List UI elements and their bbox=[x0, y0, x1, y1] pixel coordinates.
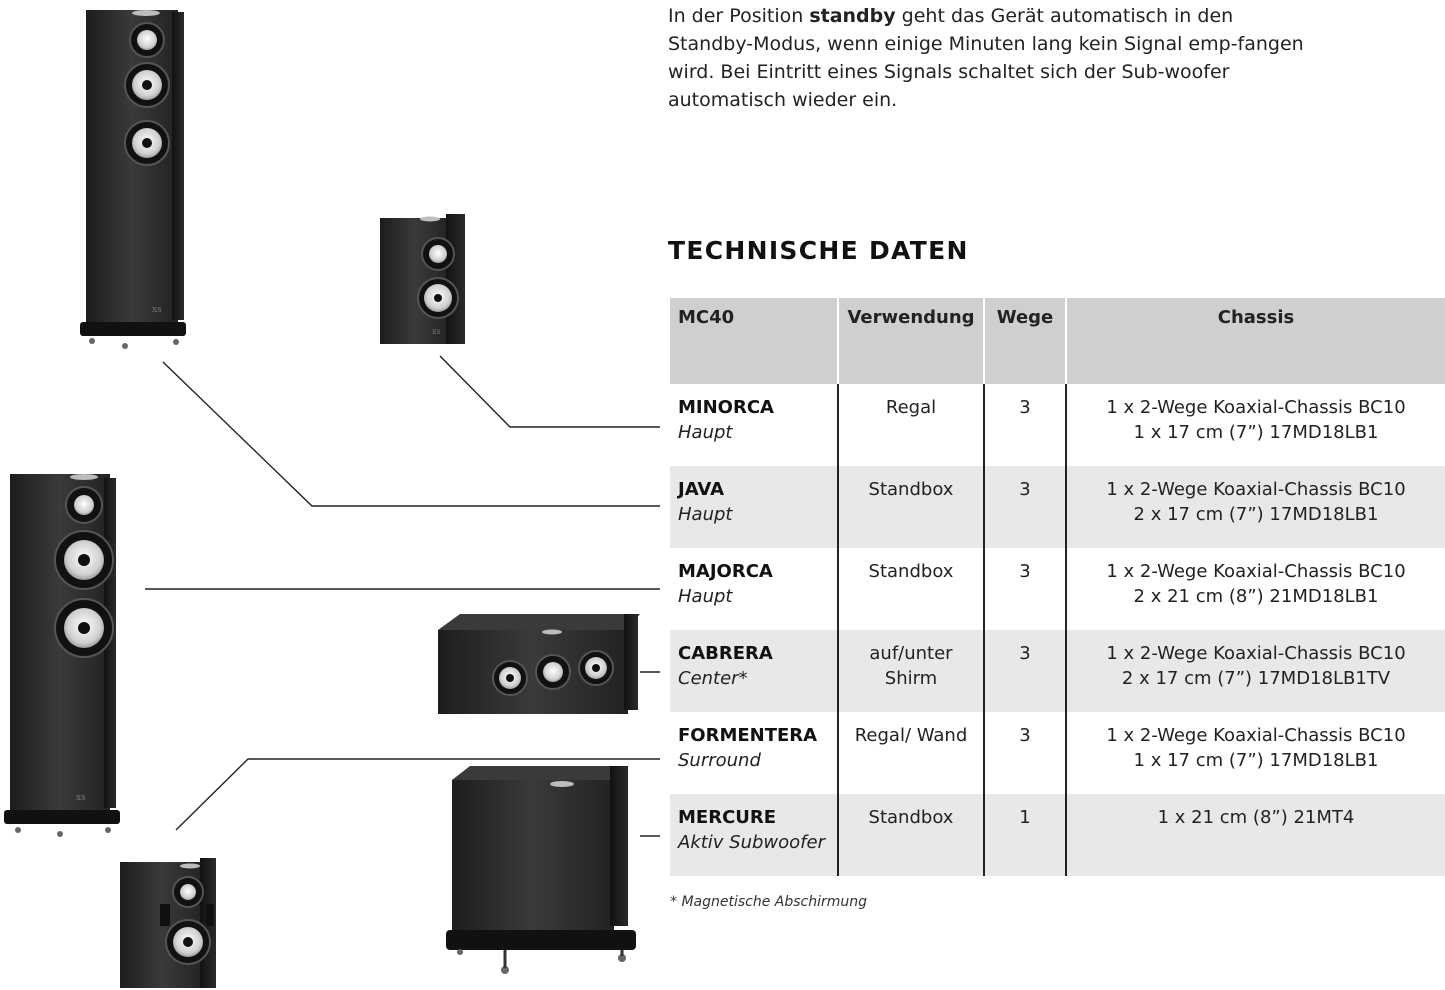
use-cell: Standbox bbox=[838, 466, 985, 548]
chassis-cell: 1 x 2-Wege Koaxial-Chassis BC10 2 x 17 cm… bbox=[1066, 630, 1445, 712]
chassis-cell: 1 x 2-Wege Koaxial-Chassis BC10 2 x 21 cm… bbox=[1066, 548, 1445, 630]
svg-text:xs: xs bbox=[432, 327, 441, 336]
chassis-line-2: 2 x 17 cm (7”) 17MD18LB1 bbox=[1133, 504, 1379, 525]
chassis-line-1: 1 x 2-Wege Koaxial-Chassis BC10 bbox=[1106, 725, 1406, 746]
chassis-cell: 1 x 2-Wege Koaxial-Chassis BC10 1 x 17 cm… bbox=[1066, 712, 1445, 794]
ways-cell: 3 bbox=[984, 548, 1067, 630]
use-cell: Regal/ Wand bbox=[838, 712, 985, 794]
intro-text-after: geht das Gerät automatisch in den Standb… bbox=[668, 5, 1304, 111]
chassis-line-2: 1 x 17 cm (7”) 17MD18LB1 bbox=[1133, 422, 1379, 443]
table-row: FORMENTERA Surround Regal/ Wand 3 1 x 2-W… bbox=[670, 712, 1445, 794]
model-name: FORMENTERA bbox=[678, 725, 818, 746]
ways-cell: 3 bbox=[984, 630, 1067, 712]
intro-text-before: In der Position bbox=[668, 5, 810, 27]
ways-cell: 3 bbox=[984, 466, 1067, 548]
model-name: JAVA bbox=[678, 479, 725, 500]
chassis-line-2: 1 x 17 cm (7”) 17MD18LB1 bbox=[1133, 750, 1379, 771]
chassis-cell: 1 x 2-Wege Koaxial-Chassis BC10 1 x 17 cm… bbox=[1066, 384, 1445, 466]
table-row: JAVA Haupt Standbox 3 1 x 2-Wege Koaxial-… bbox=[670, 466, 1445, 548]
chassis-line-2: 2 x 21 cm (8”) 21MD18LB1 bbox=[1133, 586, 1379, 607]
model-cell: FORMENTERA Surround bbox=[670, 712, 839, 794]
header-ways: Wege bbox=[984, 298, 1067, 384]
header-model: MC40 bbox=[670, 298, 839, 384]
model-name: MERCURE bbox=[678, 807, 777, 828]
model-role: Haupt bbox=[678, 504, 733, 525]
use-cell: Standbox bbox=[838, 548, 985, 630]
model-role: Haupt bbox=[678, 422, 733, 443]
spec-table: MC40 Verwendung Wege Chassis MINORCA Haup… bbox=[670, 298, 1445, 876]
table-row: MAJORCA Haupt Standbox 3 1 x 2-Wege Koaxi… bbox=[670, 548, 1445, 630]
tall-floorstanding-speaker-graphic: xs bbox=[80, 10, 186, 349]
chassis-line-1: 1 x 2-Wege Koaxial-Chassis BC10 bbox=[1106, 479, 1406, 500]
header-use: Verwendung bbox=[838, 298, 985, 384]
footnote: * Magnetische Abschirmung bbox=[670, 894, 868, 910]
center-speaker-graphic bbox=[438, 614, 640, 714]
model-name: MAJORCA bbox=[678, 561, 773, 582]
model-cell: MAJORCA Haupt bbox=[670, 548, 839, 630]
chassis-cell: 1 x 21 cm (8”) 21MT4 bbox=[1066, 794, 1445, 876]
model-role: Center* bbox=[678, 668, 748, 689]
intro-keyword: standby bbox=[809, 5, 896, 27]
connector-minorca bbox=[439, 355, 660, 428]
chassis-line-1: 1 x 21 cm (8”) 21MT4 bbox=[1157, 807, 1355, 828]
table-row: MINORCA Haupt Regal 3 1 x 2-Wege Koaxial-… bbox=[670, 384, 1445, 466]
use-cell: Regal bbox=[838, 384, 985, 466]
connector-formentera bbox=[175, 758, 660, 831]
model-cell: MINORCA Haupt bbox=[670, 384, 839, 466]
header-chassis: Chassis bbox=[1066, 298, 1445, 384]
use-cell: auf/unter Shirm bbox=[838, 630, 985, 712]
chassis-line-1: 1 x 2-Wege Koaxial-Chassis BC10 bbox=[1106, 643, 1406, 664]
svg-text:xs: xs bbox=[152, 305, 162, 315]
table-row: CABRERA Center* auf/unter Shirm 3 1 x 2-W… bbox=[670, 630, 1445, 712]
model-cell: MERCURE Aktiv Subwoofer bbox=[670, 794, 839, 876]
model-cell: CABRERA Center* bbox=[670, 630, 839, 712]
intro-paragraph: In der Position standby geht das Gerät a… bbox=[668, 2, 1308, 114]
model-role: Aktiv Subwoofer bbox=[678, 832, 825, 853]
surround-speaker-graphic bbox=[120, 858, 216, 988]
chassis-line-1: 1 x 2-Wege Koaxial-Chassis BC10 bbox=[1106, 397, 1406, 418]
ways-cell: 1 bbox=[984, 794, 1067, 876]
speaker-illustrations: xs xs xs bbox=[4, 10, 660, 988]
chassis-cell: 1 x 2-Wege Koaxial-Chassis BC10 2 x 17 cm… bbox=[1066, 466, 1445, 548]
model-role: Haupt bbox=[678, 586, 733, 607]
subwoofer-graphic: xs bbox=[446, 766, 636, 974]
connector-lines bbox=[145, 355, 660, 837]
use-cell: Standbox bbox=[838, 794, 985, 876]
section-heading: TECHNISCHE DATEN bbox=[668, 236, 969, 265]
spec-table-header-row: MC40 Verwendung Wege Chassis bbox=[670, 298, 1445, 384]
floorstanding-speaker-graphic: xs bbox=[4, 474, 120, 837]
ways-cell: 3 bbox=[984, 712, 1067, 794]
connector-java bbox=[162, 361, 660, 507]
chassis-line-1: 1 x 2-Wege Koaxial-Chassis BC10 bbox=[1106, 561, 1406, 582]
model-role: Surround bbox=[678, 750, 761, 771]
ways-cell: 3 bbox=[984, 384, 1067, 466]
bookshelf-speaker-graphic: xs bbox=[380, 214, 465, 344]
chassis-line-2: 2 x 17 cm (7”) 17MD18LB1TV bbox=[1121, 668, 1391, 689]
table-row: MERCURE Aktiv Subwoofer Standbox 1 1 x 21… bbox=[670, 794, 1445, 876]
model-name: CABRERA bbox=[678, 643, 773, 664]
svg-text:xs: xs bbox=[76, 793, 86, 803]
model-name: MINORCA bbox=[678, 397, 774, 418]
model-cell: JAVA Haupt bbox=[670, 466, 839, 548]
